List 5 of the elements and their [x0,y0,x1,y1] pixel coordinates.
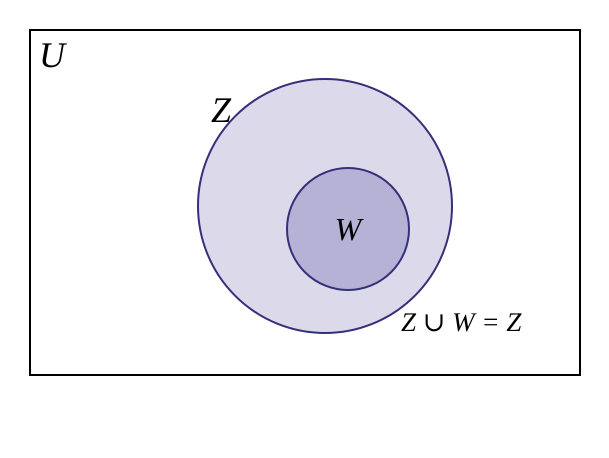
set-label: U [39,37,65,73]
universe-rectangle [29,29,581,376]
set-equation: Z ∪ W = Z [401,309,522,336]
set-label: W [334,213,362,245]
set-label: Z [211,92,232,128]
